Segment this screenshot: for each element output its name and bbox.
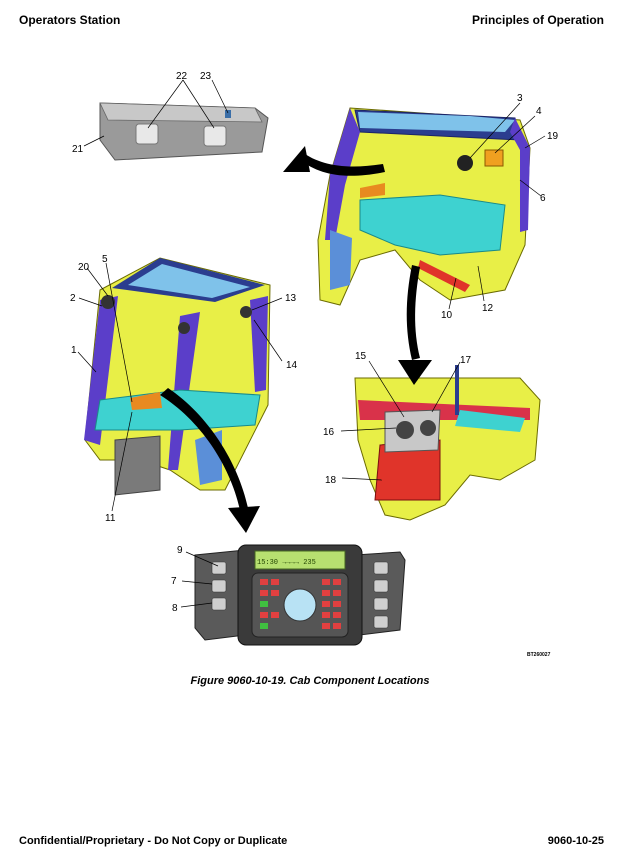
monitor-display-readout: 15:30 →→→→ 235: [257, 559, 316, 567]
callout-3: 3: [517, 93, 523, 104]
running-header-left: Operators Station: [19, 13, 121, 27]
callout-5: 5: [102, 254, 108, 265]
overhead-panel-illustration: [99, 102, 269, 161]
console-detail-illustration: [354, 365, 541, 521]
callout-1: 1: [71, 345, 77, 356]
figure-caption: Figure 9060-10-19. Cab Component Locatio…: [190, 675, 430, 687]
figure-reference-code: BT260027: [527, 652, 551, 658]
callout-11: 11: [105, 513, 116, 524]
callout-leader-lines: [77, 79, 546, 608]
callout-19: 19: [547, 131, 559, 142]
cab-overview-illustration: [317, 107, 531, 306]
callout-22: 22: [176, 71, 188, 82]
callout-4: 4: [536, 106, 542, 117]
footer-confidential-notice: Confidential/Proprietary - Do Not Copy o…: [19, 835, 288, 847]
footer-page-number: 9060-10-25: [547, 835, 604, 847]
callout-10: 10: [441, 310, 453, 321]
callout-6: 6: [540, 193, 546, 204]
callout-14: 14: [286, 360, 298, 371]
callout-23: 23: [200, 71, 212, 82]
callout-8: 8: [172, 603, 178, 614]
callout-17: 17: [460, 355, 472, 366]
callout-15: 15: [355, 351, 367, 362]
callout-12: 12: [482, 303, 494, 314]
running-header-right: Principles of Operation: [471, 13, 604, 27]
monitor-display-illustration: [194, 544, 406, 646]
callout-7: 7: [171, 576, 177, 587]
flow-arrows: [160, 146, 432, 533]
callout-16: 16: [323, 427, 335, 438]
callout-2: 2: [70, 293, 76, 304]
callout-18: 18: [325, 475, 337, 486]
cab-front-illustration: [84, 257, 271, 496]
callout-20: 20: [78, 262, 90, 273]
callout-21: 21: [72, 144, 84, 155]
callout-9: 9: [177, 545, 183, 556]
callout-13: 13: [285, 293, 297, 304]
